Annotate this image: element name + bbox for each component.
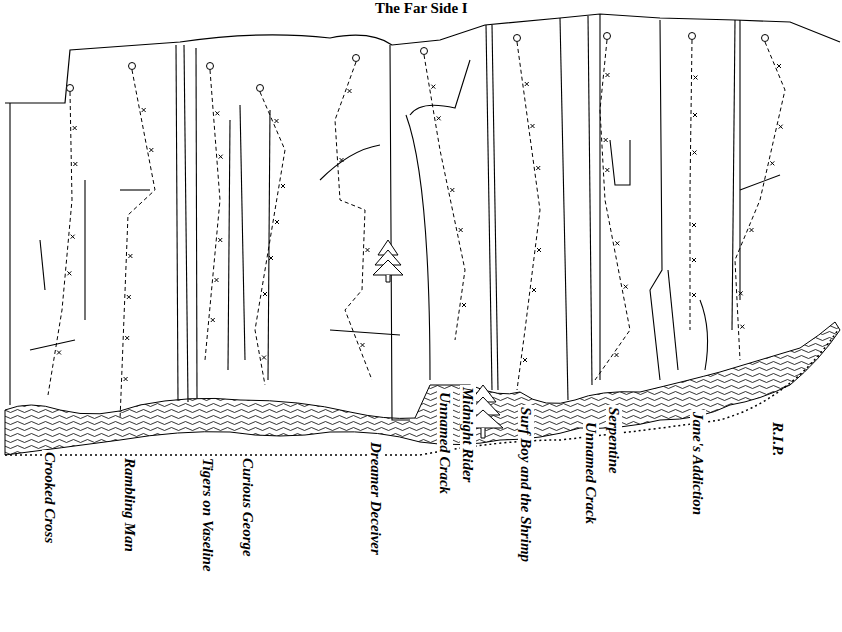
bolt-mark — [692, 258, 696, 262]
bolt-mark — [693, 113, 697, 117]
trail-line — [5, 330, 838, 455]
bolt-mark — [67, 271, 71, 275]
bolt-mark — [73, 162, 77, 166]
bolt-mark — [532, 288, 536, 292]
bolt-mark — [739, 291, 743, 295]
bolt-mark — [275, 220, 279, 224]
route-line — [517, 42, 540, 390]
bolt-mark — [624, 285, 628, 289]
belay-anchor — [762, 35, 769, 42]
route-name: Serpentine — [606, 405, 622, 476]
route-name: Tigers on Vaseline — [200, 456, 216, 574]
bolt-mark — [523, 358, 527, 362]
route-name: R.I.P. — [770, 420, 786, 458]
route-line — [690, 40, 692, 330]
route-name: Surf Boy and the Shrimp — [518, 405, 534, 564]
route-line — [120, 70, 155, 420]
bolt-mark — [750, 228, 754, 232]
bolt-mark — [605, 168, 609, 172]
cliff-top — [5, 14, 840, 103]
bolt-mark — [692, 293, 696, 297]
bolt-mark — [693, 151, 697, 155]
bolt-mark — [211, 318, 215, 322]
bolt-mark — [437, 116, 441, 120]
bolt-mark — [124, 377, 128, 381]
belay-anchor — [514, 35, 521, 42]
bolt-mark — [263, 292, 267, 296]
bolt-mark — [450, 188, 454, 192]
bolt-mark — [127, 295, 131, 299]
bolt-mark — [215, 278, 219, 282]
bolt-mark — [462, 303, 466, 307]
route-line — [48, 92, 72, 395]
bolt-mark — [340, 158, 344, 162]
bolt-mark — [149, 148, 153, 152]
bolt-mark — [606, 73, 610, 77]
bolt-mark — [269, 256, 273, 260]
ground-band — [5, 322, 840, 455]
bolt-mark — [777, 64, 781, 68]
route-name: Unnamed Crack — [583, 420, 599, 526]
cliff-edges — [10, 14, 780, 420]
bolt-mark — [215, 111, 219, 115]
route-name: Unnamed Crack — [437, 390, 453, 496]
bolt-mark — [431, 85, 435, 89]
bolt-mark — [536, 166, 540, 170]
route-line — [424, 55, 465, 340]
route-name: Crooked Cross — [42, 450, 58, 545]
bolt-mark — [537, 248, 541, 252]
bolt-mark — [361, 343, 365, 347]
bolt-mark — [125, 336, 129, 340]
bolt-mark — [262, 356, 266, 360]
route-line — [595, 40, 630, 380]
bolt-mark — [71, 235, 75, 239]
bolt-mark — [615, 241, 619, 245]
bolt-mark — [218, 238, 222, 242]
belay-anchor — [689, 33, 696, 40]
bolt-mark — [694, 76, 698, 80]
bolt-mark — [219, 155, 223, 159]
belay-anchor — [129, 63, 136, 70]
bolt-mark — [275, 119, 279, 123]
bolt-mark — [348, 89, 352, 93]
route-lines — [48, 33, 785, 421]
bolt-mark — [57, 351, 61, 355]
bolt-mark — [531, 124, 535, 128]
bolt-mark — [770, 161, 774, 165]
route-line — [255, 92, 285, 385]
bolt-mark — [604, 138, 608, 142]
topo-title: The Far Side I — [375, 0, 468, 17]
bolt-mark — [459, 228, 463, 232]
route-name: Curious George — [240, 456, 256, 559]
belay-anchor — [257, 85, 264, 92]
route-line — [335, 62, 372, 380]
bolt-mark — [615, 353, 619, 357]
bolt-mark — [779, 125, 783, 129]
route-name: Jane's Addiction — [690, 410, 706, 517]
route-line — [735, 42, 785, 360]
route-name: Midnight Rider — [460, 385, 476, 484]
bolt-mark — [281, 184, 285, 188]
route-line — [205, 70, 220, 360]
bolt-mark — [740, 325, 744, 329]
bolt-mark — [142, 108, 146, 112]
bolt-mark — [525, 82, 529, 86]
belay-anchor — [604, 33, 611, 40]
bolt-mark — [128, 254, 132, 258]
belay-anchor — [353, 55, 360, 62]
bolt-mark — [73, 126, 77, 130]
belay-anchor — [207, 63, 214, 70]
bolt-mark — [366, 248, 370, 252]
route-name: Rambling Man — [122, 456, 138, 554]
belay-anchor — [67, 85, 74, 92]
belay-anchor — [421, 48, 428, 55]
route-name: Dreamer Deceiver — [368, 440, 384, 557]
bolt-mark — [692, 223, 696, 227]
